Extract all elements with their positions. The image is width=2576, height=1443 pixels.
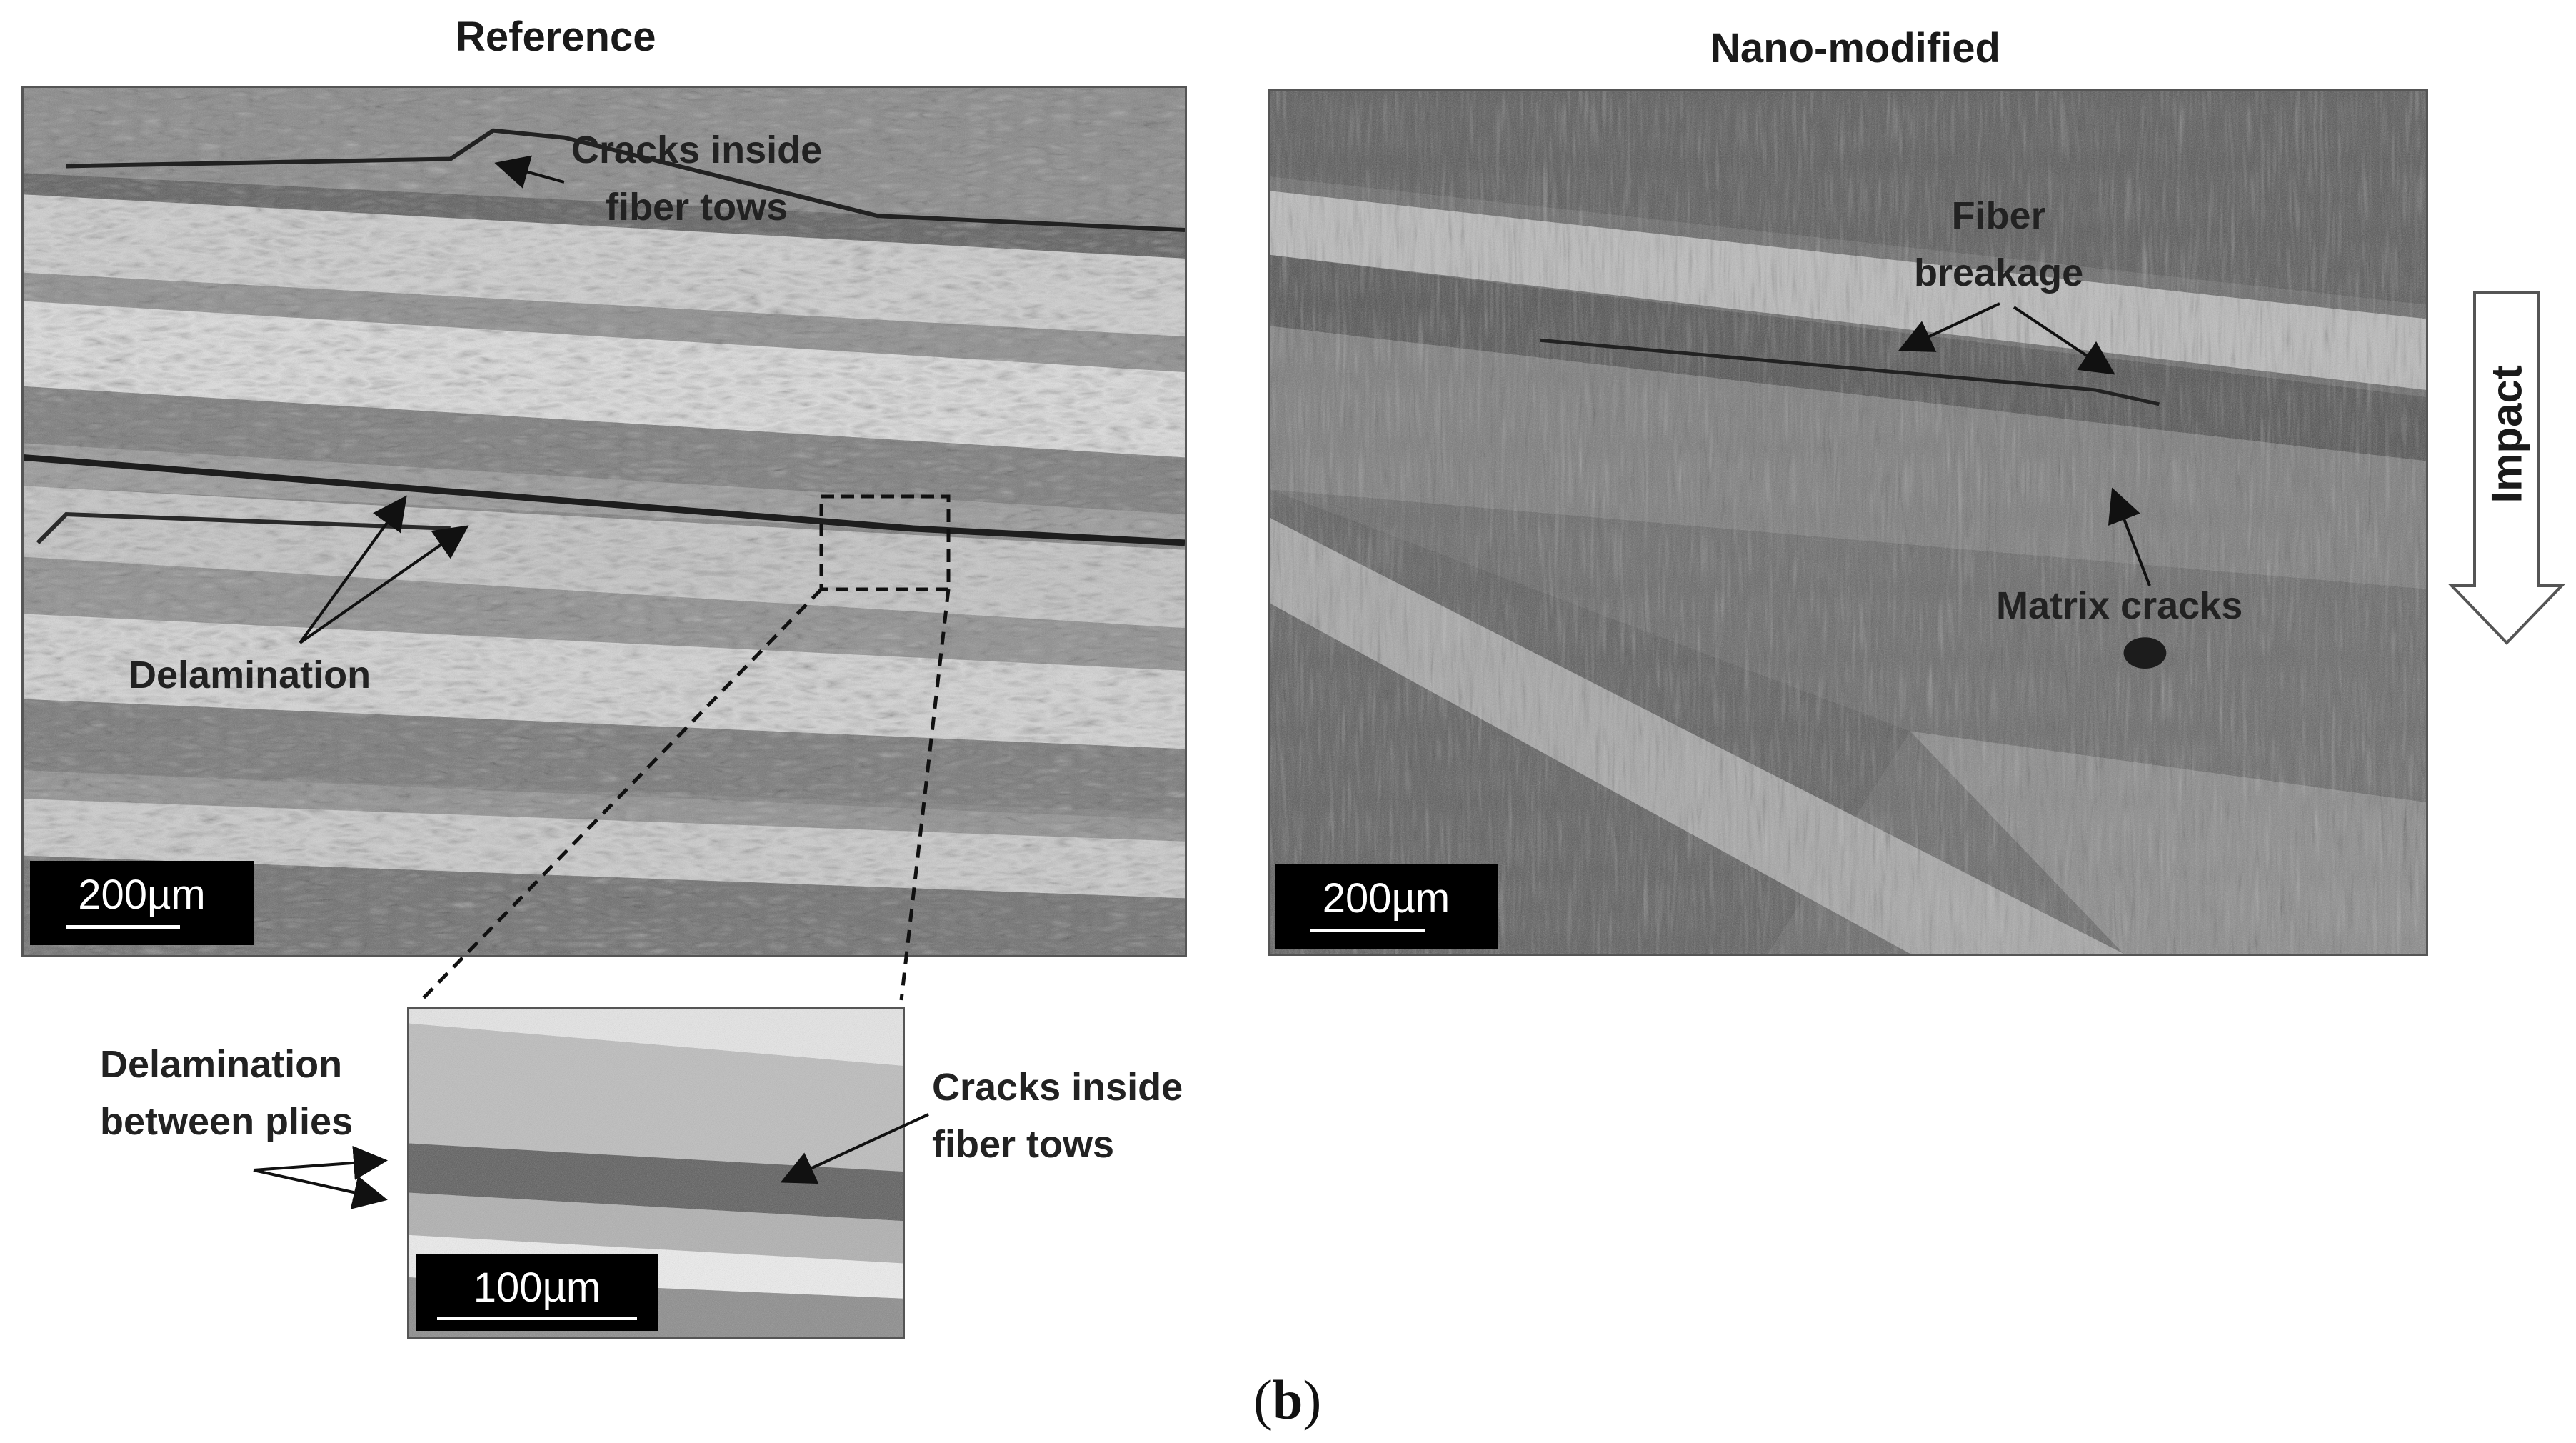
nano-modified-scale-bar: 200µm: [1275, 864, 1498, 949]
reference-delamination-label: Delamination: [129, 654, 371, 696]
fiber-breakage-label: Fiber breakage: [1914, 194, 2084, 294]
nano-modified-scale-label: 200µm: [1322, 875, 1450, 922]
nano-modified-micrograph: [1268, 89, 2428, 956]
reference-cracks-label: Cracks inside fiber tows: [571, 129, 823, 229]
inset-delamination-arrow-1: [253, 1145, 388, 1180]
reference-micrograph: [21, 86, 1187, 957]
inset-scale-line: [437, 1317, 637, 1320]
impact-arrow-icon: [2448, 291, 2565, 645]
reference-scale-bar: 200µm: [30, 861, 254, 945]
figure-caption: (b): [1253, 1369, 1322, 1431]
matrix-cracks-label: Matrix cracks: [1996, 584, 2243, 627]
nano-modified-scale-line: [1310, 929, 1425, 932]
inset-scale-label: 100µm: [473, 1264, 601, 1311]
nano-modified-title: Nano-modified: [1710, 25, 2000, 71]
inset-cracks-label: Cracks inside fiber tows: [932, 1066, 1183, 1166]
inset-scale-bar: 100µm: [416, 1254, 658, 1331]
inset-delamination-label: Delamination between plies: [100, 1043, 354, 1143]
reference-scale-line: [66, 925, 180, 929]
inset-delamination-arrow-2: [253, 1169, 388, 1209]
reference-scale-label: 200µm: [78, 872, 206, 918]
impact-label: Impact: [2482, 365, 2531, 504]
reference-title: Reference: [456, 14, 656, 60]
